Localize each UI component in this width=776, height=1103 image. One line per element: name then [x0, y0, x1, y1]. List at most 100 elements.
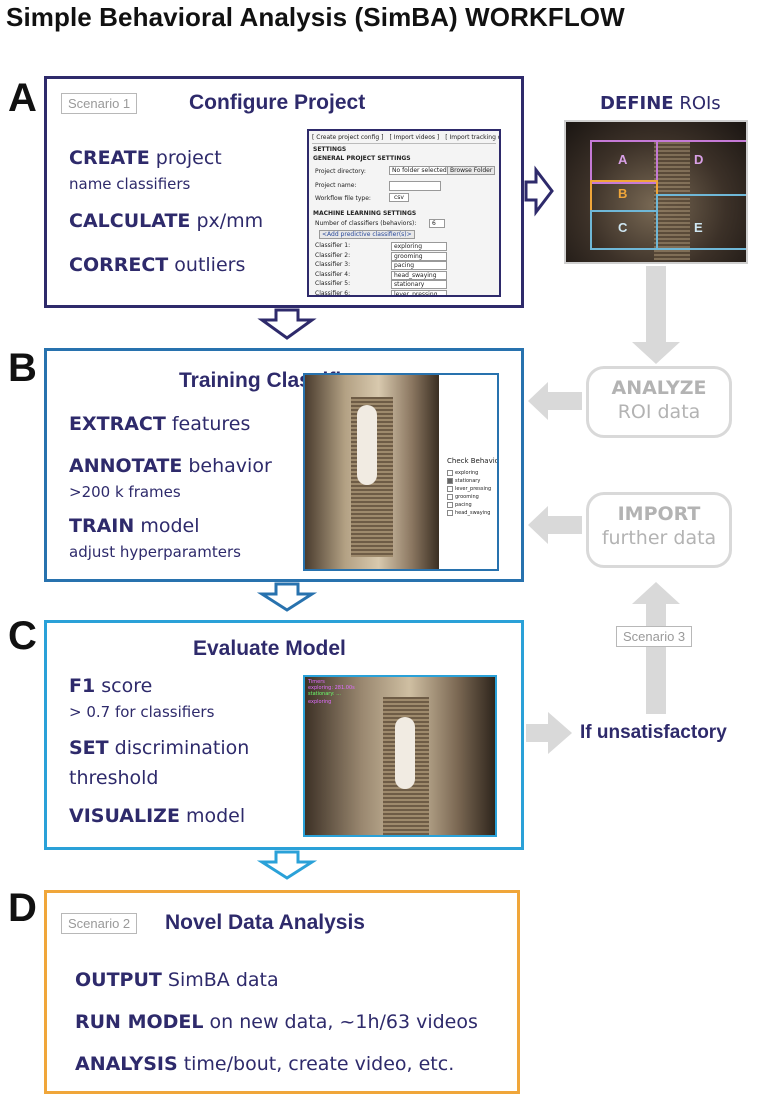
classifier-field[interactable]: pacing: [391, 261, 447, 270]
classifier-row: Classifier 6: lever_pressing: [315, 289, 447, 297]
classifier-label: Classifier 5:: [315, 280, 351, 287]
classifier-row: Classifier 1: exploring: [315, 242, 447, 251]
settings-label: SETTINGS: [313, 146, 347, 153]
browse-folder-button[interactable]: Browse Folder: [447, 166, 496, 175]
arrow-analyze-to-b: [528, 382, 582, 420]
classifier-field[interactable]: stationary: [391, 280, 447, 289]
check-behavior-label: pacing: [455, 502, 472, 508]
overlay-stationary: stationary: ...: [308, 691, 341, 697]
ml-settings-label: MACHINE LEARNING SETTINGS: [313, 210, 417, 217]
check-behavior-label: head_swaying: [455, 510, 491, 516]
classifier-field[interactable]: grooming: [391, 251, 447, 261]
classifier-label: Classifier 3:: [315, 261, 351, 268]
annotation-video-frame: [305, 375, 439, 569]
roi-c-label: C: [618, 220, 628, 235]
arrow-import-to-b: [528, 506, 582, 544]
annotation-screenshot: Check Behavior: exploring stationary lever…: [303, 373, 499, 571]
project-name-field[interactable]: [389, 181, 441, 191]
num-classifiers-label: Number of classifiers (behaviors):: [315, 220, 417, 227]
checkbox[interactable]: [447, 502, 453, 508]
checkbox[interactable]: [447, 470, 453, 476]
step-calculate-pxmm: CALCULATE px/mm: [69, 210, 264, 232]
panel-novel-data-analysis: Scenario 2 Novel Data Analysis OUTPUT Si…: [44, 890, 520, 1094]
tab-create-project-config[interactable]: [ Create project config ]: [312, 134, 384, 141]
import-label: IMPORT: [617, 503, 701, 525]
step-set-threshold-2: threshold: [69, 767, 159, 789]
classifier-field[interactable]: lever_pressing: [391, 289, 447, 295]
panel-a-heading: Configure Project: [189, 91, 366, 114]
import-data-box: IMPORT further data: [586, 492, 732, 568]
check-behavior-item[interactable]: grooming: [447, 493, 491, 501]
roi-e[interactable]: [656, 194, 746, 250]
workflow-label: Workflow file type:: [315, 195, 371, 202]
roi-e-label: E: [694, 220, 703, 235]
add-classifier-button[interactable]: <Add predictive classifier(s)>: [319, 230, 415, 239]
overlay-exploring: exploring: [308, 699, 332, 705]
import-sub: further data: [601, 527, 717, 549]
step-analysis: ANALYSIS time/bout, create video, etc.: [75, 1053, 455, 1075]
classifier-label: Classifier 6:: [315, 289, 351, 297]
arrow-a-to-b: [257, 308, 317, 340]
num-classifiers-field[interactable]: 6: [429, 219, 445, 228]
tab-import-videos[interactable]: [ Import videos ]: [389, 134, 440, 141]
panel-c-heading: Evaluate Model: [193, 637, 346, 660]
classifier-label: Classifier 4:: [315, 270, 351, 278]
classifier-field[interactable]: head_swaying: [391, 270, 447, 280]
classifier-label: Classifier 1:: [315, 242, 351, 249]
panel-evaluate-model: Evaluate Model F1 score > 0.7 for classi…: [44, 620, 524, 850]
checkbox[interactable]: [447, 486, 453, 492]
classifier-field[interactable]: exploring: [391, 242, 447, 251]
roi-d[interactable]: [656, 140, 746, 196]
step-correct-outliers: CORRECT outliers: [69, 254, 246, 276]
step-f1-score: F1 score: [69, 675, 153, 697]
check-behavior-label: stationary: [455, 478, 481, 484]
arrow-rois-to-analyze: [632, 266, 680, 364]
check-behavior-item[interactable]: head_swaying: [447, 509, 491, 517]
step-annotate-behavior: ANNOTATE behavior: [69, 455, 272, 477]
roi-b-label: B: [618, 186, 628, 201]
project-config-screenshot: [ Create project config ] [ Import video…: [307, 129, 501, 297]
arrow-unsatisfactory-to-import: [632, 582, 680, 714]
checkbox[interactable]: [447, 494, 453, 500]
scenario-3-tag: Scenario 3: [616, 626, 693, 647]
section-letter-a: A: [8, 76, 37, 120]
tab-import-tracking-data[interactable]: [ Import tracking data ]: [445, 134, 499, 141]
check-behavior-label: grooming: [455, 494, 479, 500]
arrow-b-to-c: [256, 582, 318, 612]
check-behavior-item[interactable]: lever_pressing: [447, 485, 491, 493]
step-train-model: TRAIN model: [69, 515, 200, 537]
step-visualize-model: VISUALIZE model: [69, 805, 246, 827]
classifier-row: Classifier 4: head_swaying: [315, 270, 447, 280]
checkbox[interactable]: [447, 510, 453, 516]
step-f1-sub: > 0.7 for classifiers: [69, 703, 215, 721]
project-dir-label: Project directory:: [315, 168, 366, 175]
check-behavior-label: exploring: [455, 470, 479, 476]
classifier-row: Classifier 2:grooming: [315, 251, 447, 261]
roi-video-frame: A D B C E: [564, 120, 748, 264]
classifier-row: Classifier 5: stationary: [315, 280, 447, 289]
checkbox[interactable]: [447, 478, 453, 484]
visualization-screenshot: Timers exploring: 281.00s stationary: ..…: [303, 675, 497, 837]
classifier-row: Classifier 3: pacing: [315, 261, 447, 270]
step-create-project: CREATE project: [69, 147, 222, 169]
analyze-roi-box: ANALYZE ROI data: [586, 366, 732, 438]
arrow-c-to-d: [256, 850, 318, 880]
project-dir-field[interactable]: No folder selected: [389, 166, 450, 175]
analyze-label: ANALYZE: [611, 377, 707, 399]
analyze-sub: ROI data: [617, 401, 701, 423]
arrow-c-to-unsatisfactory: [526, 712, 572, 754]
check-behavior-item[interactable]: stationary: [447, 477, 491, 485]
check-behavior-label: lever_pressing: [455, 486, 492, 492]
check-behavior-title: Check Behavior:: [447, 457, 499, 465]
check-behavior-item[interactable]: pacing: [447, 501, 491, 509]
roi-a-label: A: [618, 152, 628, 167]
scenario-1-tag: Scenario 1: [61, 93, 138, 114]
arrow-a-to-rois: [524, 165, 554, 217]
section-letter-d: D: [8, 886, 37, 930]
check-behavior-item[interactable]: exploring: [447, 469, 491, 477]
workflow-select[interactable]: csv: [389, 193, 409, 202]
diagram-title: Simple Behavioral Analysis (SimBA) WORKF…: [6, 2, 625, 32]
